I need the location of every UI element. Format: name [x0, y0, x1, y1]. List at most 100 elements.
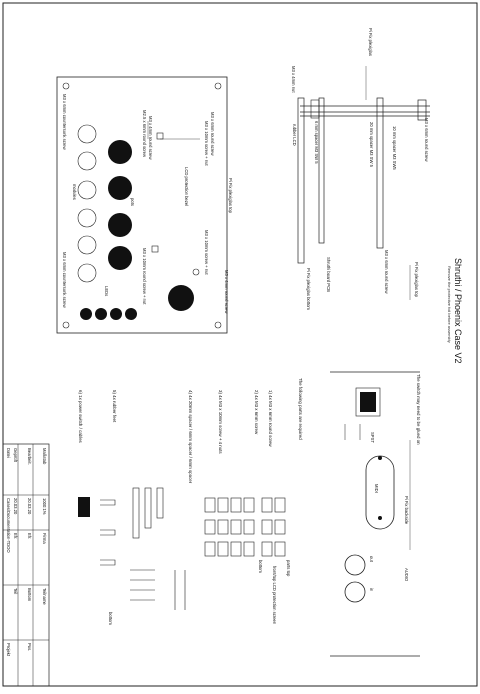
panel-corner-hole [62, 321, 70, 329]
encoder-knob [168, 285, 194, 311]
screw-icon [243, 497, 255, 513]
label-round-tr: M3 x 6mm round screw [210, 112, 215, 156]
label-m3-round: M3 x 6mm round screw [424, 118, 429, 162]
label-screw-nut-top: M3 x 10mm screw + nut [204, 121, 209, 166]
label-20mm-spacer: 20 mm spacer M3 SW 5 [369, 122, 374, 167]
led-hole [125, 308, 137, 320]
front-panel-drawing [56, 76, 228, 334]
label-screw-br: M3 x 4mm round screw [224, 270, 229, 314]
label-spst: SPST [370, 432, 375, 443]
label-rubber-lcd: rubber LCD [292, 124, 297, 146]
label-round-screw-nut: M3 x 10mm round screw + nut [142, 248, 147, 305]
pot-knob [108, 213, 132, 237]
label-audio: AUDIO [404, 568, 409, 582]
power-switch [360, 392, 376, 412]
parts-header: The following parts are required [298, 378, 303, 440]
parts-item-4: 4) 4x 20mm spacer / 6mm spacer / 6mm spa… [188, 390, 193, 484]
screw-icon [217, 541, 229, 557]
button-hole [77, 151, 97, 171]
side-view-drawing [297, 66, 430, 300]
spacer-icon [156, 487, 164, 519]
label-out: out [369, 556, 374, 562]
rubber-foot-icon [100, 499, 116, 566]
label-countersunk-tl: M3 x 6mm countersunk screw [62, 94, 67, 150]
parts-item-5: 5) 4x rubber feet [112, 390, 117, 423]
switch-icon [78, 497, 90, 517]
button-hole [77, 235, 97, 255]
label-pots: pots [130, 198, 135, 206]
midi-screw [378, 516, 382, 520]
pcb-rail [297, 97, 305, 264]
parts-item-2: 2) 4x M3 x 6mm screw [254, 390, 259, 435]
tb-projekt-label: Projekt [6, 643, 11, 657]
led-hole [95, 308, 107, 320]
label-pi-fix-backside: Pi Fix backside [404, 496, 409, 525]
label-round-tm: M3 x 4mm round screw [148, 116, 153, 160]
panel-corner-hole [214, 82, 222, 90]
tb-teilname-value: Bottom [27, 588, 32, 602]
screw-icon [243, 519, 255, 535]
button-hole [77, 208, 97, 228]
tb-teil-label: Teil [13, 588, 18, 595]
label-modules: modules [72, 184, 77, 200]
screw-icon [274, 497, 286, 513]
label-in: in [369, 588, 374, 592]
screw-icon [274, 519, 286, 535]
audio-in-jack [344, 581, 366, 603]
label-spacer-screen: front/top LCD protection screen [272, 566, 277, 625]
label-pcb: Shruthi board PCB [326, 257, 331, 292]
button-hole [77, 180, 97, 200]
tb-pos-label: Pos. [27, 643, 32, 652]
label-6mm-spacer: 6 mm spacer M3 SW 5 [314, 121, 319, 164]
label-midi: MIDI [374, 484, 379, 493]
tb-teilname-label: Teilname [42, 588, 47, 605]
tb-bearbeitet-date: 20.03.20 [27, 498, 32, 515]
parts-item-3: 3) 4x M3 x 10mm screw + 4 nuts [218, 390, 223, 454]
pot-knob [108, 176, 132, 200]
parts-icons [78, 487, 286, 610]
cable-icon [130, 569, 186, 610]
screw-icon [230, 519, 242, 535]
screw-icon [204, 519, 216, 535]
screw-icon [261, 541, 273, 557]
led-hole [80, 308, 92, 320]
button-hole [77, 263, 97, 283]
label-screw-bl: M3 x 6mm countersunk screw [62, 252, 67, 308]
drawing-title: Shruthi / Phoenix Case V2 [453, 258, 463, 364]
screw-icon [217, 497, 229, 513]
label-screw-bm: M3 x 10mm screw + nut [204, 230, 209, 275]
title-block-grid [2, 443, 50, 687]
screw-icon [217, 519, 229, 535]
screw-icon [274, 541, 286, 557]
tb-geprueft-label: Geprüft [13, 448, 18, 462]
pot-knob [108, 246, 132, 270]
screw-icon [261, 497, 273, 513]
midi-screw [378, 456, 382, 460]
screw-icon [230, 497, 242, 513]
tb-datei-value: Cases/Documentation-TDOO [6, 498, 11, 553]
bottom-view-drawing [330, 371, 420, 657]
tb-geprueft-user: Efr. [13, 533, 18, 540]
label-pi-fix-top: Pi Fix plexiglas [368, 28, 373, 56]
label-10mm-spacer: 10 mm spacer M3 SW5 [392, 126, 397, 170]
label-pi-fix-top-front: Pi Fix plexiglas top [228, 178, 233, 213]
audio-out-jack [344, 554, 366, 576]
label-pi-bottom: Pi Fix plexiglas bottom [306, 268, 311, 310]
label-parts-top: parts top [286, 560, 291, 577]
tb-bearbeitet-user: Efr. [27, 533, 32, 540]
panel-corner-hole [214, 321, 222, 329]
label-bottom: bottom [108, 612, 113, 625]
spacer-part [376, 97, 384, 249]
parts-item-6: 6) 1x power switch / cables [78, 390, 83, 443]
spacer-icon [144, 487, 152, 529]
title-block-outline [2, 443, 50, 687]
drawing-border [2, 2, 478, 687]
nut-part [310, 99, 320, 119]
midi-cutout [365, 455, 395, 530]
drawing-subtitle: Remove the protective foil before assemb… [447, 266, 452, 343]
screw-icon [230, 541, 242, 557]
screw-marker [192, 268, 200, 276]
panel-corner-hole [62, 82, 70, 90]
